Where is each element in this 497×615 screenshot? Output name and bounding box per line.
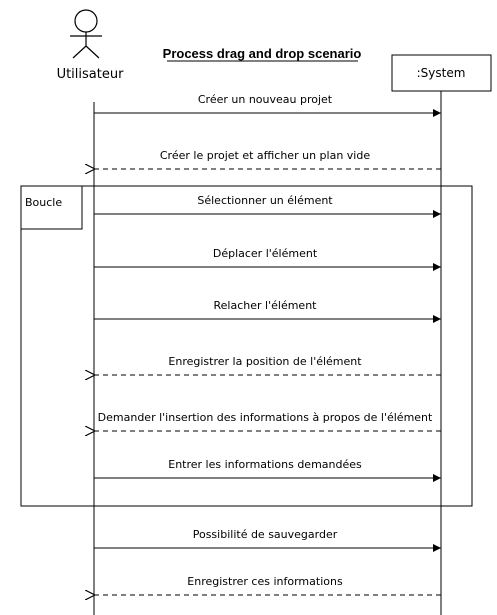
message-label-4: Déplacer l'élément <box>213 247 318 260</box>
loop-frame <box>20 185 473 507</box>
message-label-10: Enregistrer ces informations <box>187 575 343 588</box>
actor-figure <box>70 9 102 59</box>
message-label-3: Sélectionner un élément <box>197 194 333 207</box>
actor-left-leg <box>72 45 87 59</box>
actor-head <box>74 9 98 33</box>
diagram-title: Process drag and drop scenario <box>163 46 362 61</box>
system-name: :System <box>417 66 466 80</box>
message-label-8: Entrer les informations demandées <box>168 458 362 471</box>
loop-label-box <box>20 185 83 230</box>
system-box <box>391 54 492 92</box>
message-label-9: Possibilité de sauvegarder <box>193 528 338 541</box>
message-label-1: Créer un nouveau projet <box>198 93 333 106</box>
loop-label: Boucle <box>25 196 62 209</box>
message-label-6: Enregistrer la position de l'élément <box>168 355 362 368</box>
message-label-2: Créer le projet et afficher un plan vide <box>160 149 370 162</box>
actor-right-leg <box>85 45 100 59</box>
actor-name: Utilisateur <box>57 67 125 82</box>
message-label-7: Demander l'insertion des informations à … <box>98 411 433 424</box>
message-label-5: Relacher l'élément <box>214 299 318 312</box>
